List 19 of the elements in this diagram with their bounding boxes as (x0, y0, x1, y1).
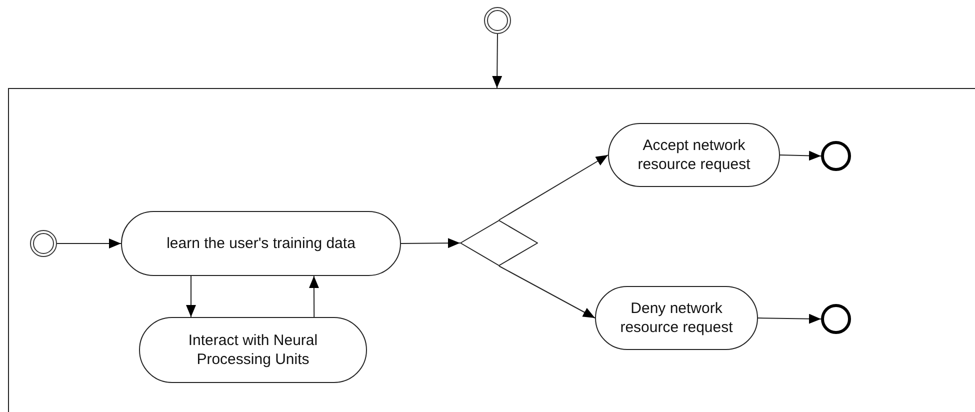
arrow (498, 154, 608, 220)
arrow (186, 276, 196, 318)
activity-label: Deny network resource request (619, 299, 734, 337)
activity-label: Accept network resource request (636, 136, 752, 174)
activity-frame (8, 88, 975, 412)
start-node (484, 7, 511, 34)
activity-label: learn the user's training data (166, 234, 356, 253)
decision-diamond (460, 220, 538, 266)
start-node (30, 230, 57, 257)
activity-label: Interact with Neural Processing Units (187, 331, 319, 369)
arrow (498, 266, 596, 318)
end-node (821, 304, 851, 334)
arrow (758, 314, 822, 324)
end-node (821, 141, 851, 171)
arrow (400, 238, 460, 248)
arrow (492, 34, 502, 88)
arrow (780, 150, 822, 161)
arrow (308, 276, 319, 318)
arrow (56, 238, 122, 248)
